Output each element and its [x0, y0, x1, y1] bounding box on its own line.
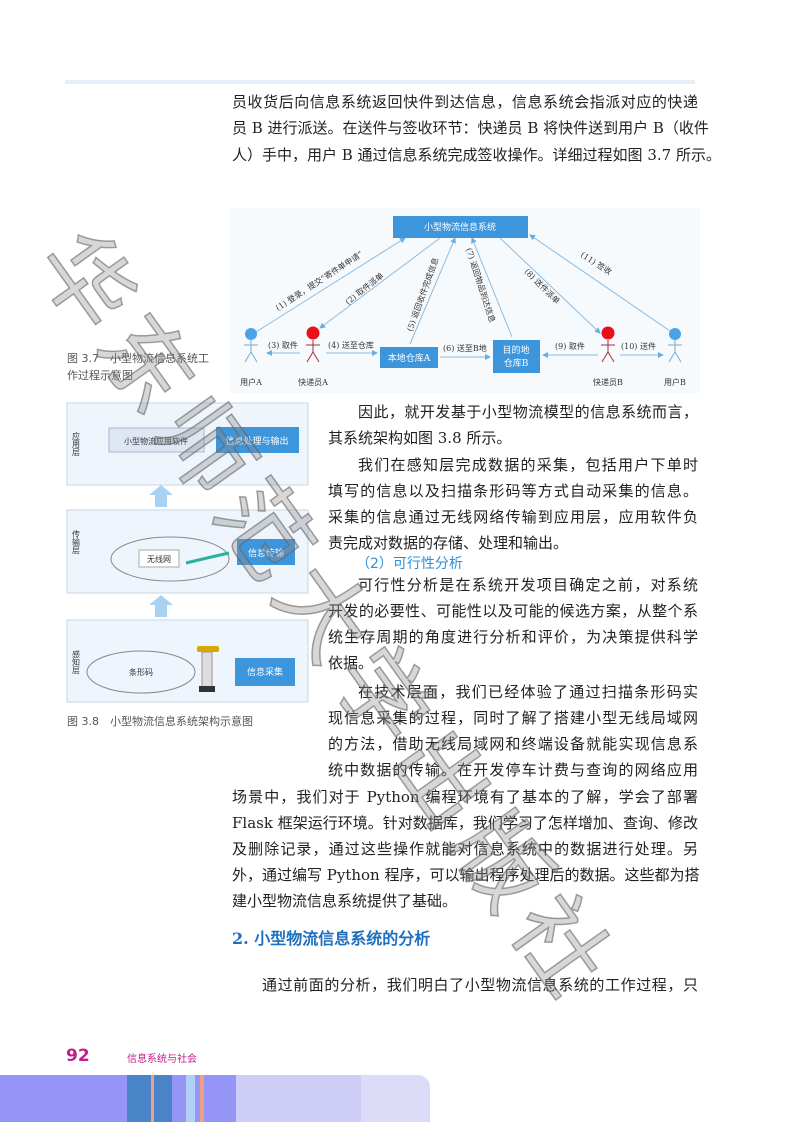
box-label: 无线网: [147, 554, 171, 564]
caption-line: 作过程示意图: [67, 369, 133, 382]
layer-name: 应用层: [72, 431, 81, 457]
layer-name: 传输层: [72, 529, 81, 555]
text-line: 通过前面的分析，我们明白了小型物流信息系统的工作过程，只: [262, 976, 698, 994]
box-label: 信息处理与输出: [225, 435, 288, 447]
text-line: 填写的信息以及扫描条形码等方式自动采集的信息。: [328, 482, 698, 500]
text-line: 开发的必要性、可能性以及可能的候选方案，从整个系: [328, 602, 698, 620]
figure-3-8-caption: 图 3.8 小型物流信息系统架构示意图: [67, 715, 253, 728]
figure-3-8-diagram: 应用层 传输层 感知层 小型物流应用软件 信息处理与输出 无线网 信息传输 条形…: [66, 402, 309, 703]
courier-b-icon: [601, 326, 615, 363]
book-title: 信息系统与社会: [127, 1054, 197, 1065]
box-label: 信息传输: [248, 547, 284, 559]
warehouse-b-label: 仓库B: [504, 357, 529, 369]
text-line: 其系统架构如图 3.8 所示。: [328, 429, 512, 447]
step-label: (9) 取件: [555, 341, 585, 351]
layer-name: 感知层: [72, 649, 81, 675]
header-rule: [65, 80, 695, 84]
text-line: 员 B 进行派送。在送件与签收环节：快递员 B 将快件送到用户 B（收件: [232, 119, 709, 137]
actor-label: 快递员A: [298, 377, 328, 387]
system-box: [393, 216, 528, 238]
text-line: 建小型物流信息系统提供了基础。: [232, 892, 458, 910]
text-line: 因此，就开发基于小型物流模型的信息系统而言，: [358, 403, 698, 421]
warehouse-b-box: [493, 340, 540, 373]
box-label: 条形码: [129, 667, 153, 677]
text-line: 场景中，我们对于 Python 编程环境有了基本的了解，学会了部署: [232, 788, 698, 806]
text-line: 员收货后向信息系统返回快件到达信息，信息系统会指派对应的快递: [232, 93, 698, 111]
box-label: 小型物流应用软件: [124, 436, 188, 446]
text-line: 我们在感知层完成数据的采集，包括用户下单时: [358, 456, 698, 474]
step-label: (4) 送至仓库: [328, 340, 374, 350]
actor-label: 用户B: [664, 377, 686, 387]
actor-label: 快递员B: [593, 377, 623, 387]
caption-line: 图 3.7 小型物流信息系统工: [67, 352, 209, 365]
subheading: （2）可行性分析: [356, 556, 463, 572]
warehouse-a-box: [380, 347, 438, 368]
text-line: 外，通过编写 Python 程序，可以输出程序处理后的数据。这些都为搭: [232, 866, 700, 884]
text-line: 在技术层面，我们已经体验了通过扫描条形码实: [358, 683, 698, 701]
system-label: 小型物流信息系统: [424, 221, 496, 233]
box-label: 信息采集: [247, 666, 283, 678]
text-line: 人）手中，用户 B 通过信息系统完成签收操作。详细过程如图 3.7 所示。: [232, 146, 721, 164]
text-line: 统生存周期的角度进行分析和评价，为决策提供科学: [328, 628, 698, 646]
text-line: 采集的信息通过无线网络传输到应用层，应用软件负: [328, 508, 698, 526]
text-line: 的方法，借助无线局域网和终端设备就能实现信息系: [328, 735, 698, 753]
text-line: 可行性分析是在系统开发项目确定之前，对系统: [358, 576, 698, 594]
text-line: 统中数据的传输。在开发停车计费与查询的网络应用: [328, 761, 698, 779]
text-line: Flask 框架运行环境。针对数据库，我们学习了怎样增加、查询、修改: [232, 814, 698, 832]
user-a-icon: [244, 328, 258, 363]
step-label: (10) 送件: [621, 341, 656, 351]
step-label: (3) 取件: [268, 340, 298, 350]
page-number: 92: [66, 1046, 90, 1066]
user-b-icon: [668, 328, 682, 363]
barcode-scanner-icon: [197, 646, 219, 692]
figure-3-7-caption: 图 3.7 小型物流信息系统工 作过程示意图: [67, 350, 209, 384]
text-line: 现信息采集的过程，同时了解了搭建小型无线局域网: [328, 709, 698, 727]
text-line: 责完成对数据的存储、处理和输出。: [328, 534, 569, 552]
section-heading: 2. 小型物流信息系统的分析: [232, 929, 431, 948]
actor-label: 用户A: [240, 377, 262, 387]
text-line: 依据。: [328, 654, 374, 672]
courier-a-icon: [306, 326, 320, 363]
warehouse-a-label: 本地仓库A: [388, 352, 431, 364]
step-label: (6) 送至B地: [443, 343, 487, 353]
warehouse-b-label: 目的地: [502, 344, 529, 356]
text-line: 及删除记录，通过这些操作就能对信息系统中的数据进行处理。另: [232, 840, 698, 858]
